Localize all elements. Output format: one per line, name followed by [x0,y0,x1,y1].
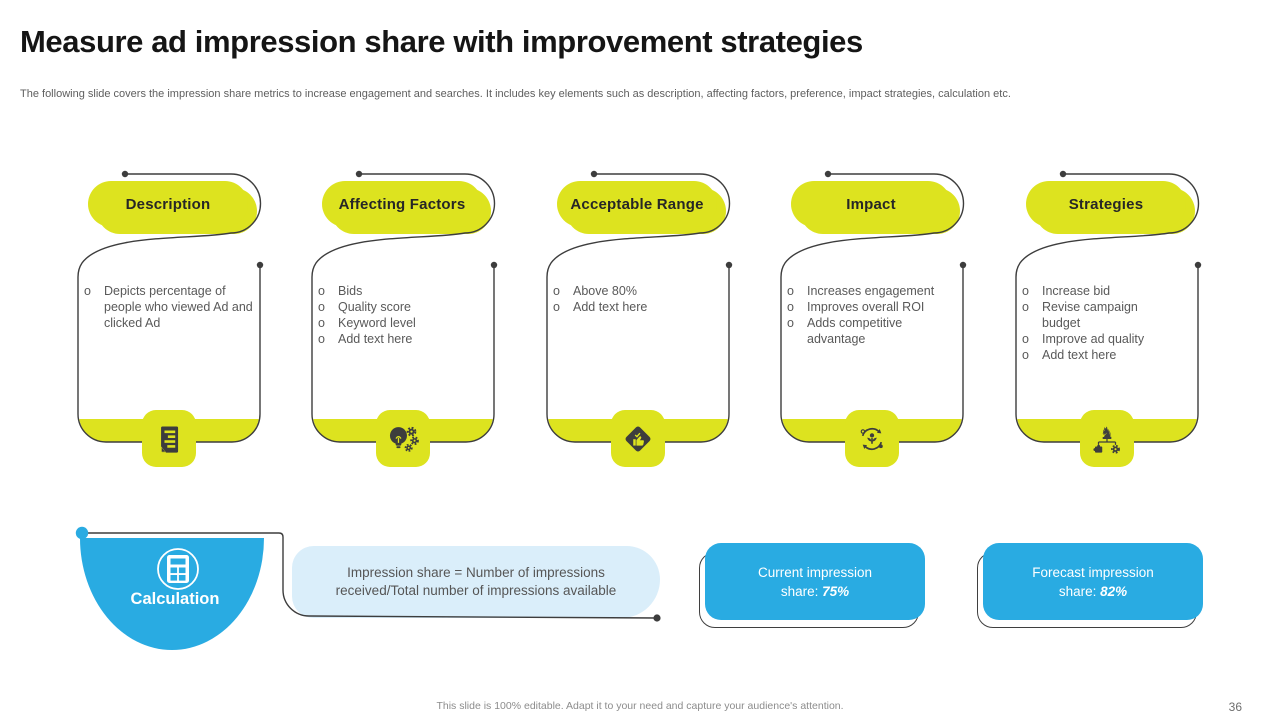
forecast-impression-share-box: Forecast impression share: 82% [977,543,1203,628]
column-header-pill: Impact [846,195,896,213]
calculation-label: Calculation [130,590,220,608]
metric-text: Forecast impression share: 82% [1032,564,1154,599]
column-header-pill: Strategies [1068,195,1144,213]
thumbs-up-diamond-icon [611,410,665,467]
calculation-shape [75,526,661,650]
metric-value: 82% [1100,583,1128,599]
metric-text: Current impression share: 75% [757,564,873,599]
formula-text: Impression share = Number of impressions… [335,565,617,598]
column-decoration [77,170,264,443]
column-header-pill: Description [125,195,211,213]
chess-strategy-icon: ♞ [1080,410,1134,467]
column-decoration [780,170,967,443]
bulb-gears-icon [376,410,430,467]
footer-note: This slide is 100% editable. Adapt it to… [436,700,844,712]
formula-box: Impression share = Number of impressions… [292,546,660,618]
page-number: 36 [1228,700,1242,714]
column-decoration [546,170,733,443]
metric-value: 75% [822,583,850,599]
column-decoration [311,170,498,443]
growth-cycle-icon [845,410,899,467]
slide-subtitle: The following slide covers the impressio… [20,88,1011,100]
document-icon [142,410,196,467]
calculator-icon [157,548,199,590]
page-title: Measure ad impression share with improve… [20,24,863,59]
column-header-pill: Affecting Factors [338,195,466,213]
current-impression-share-box: Current impression share: 75% [699,543,925,628]
column-header-pill: Acceptable Range [570,195,704,213]
